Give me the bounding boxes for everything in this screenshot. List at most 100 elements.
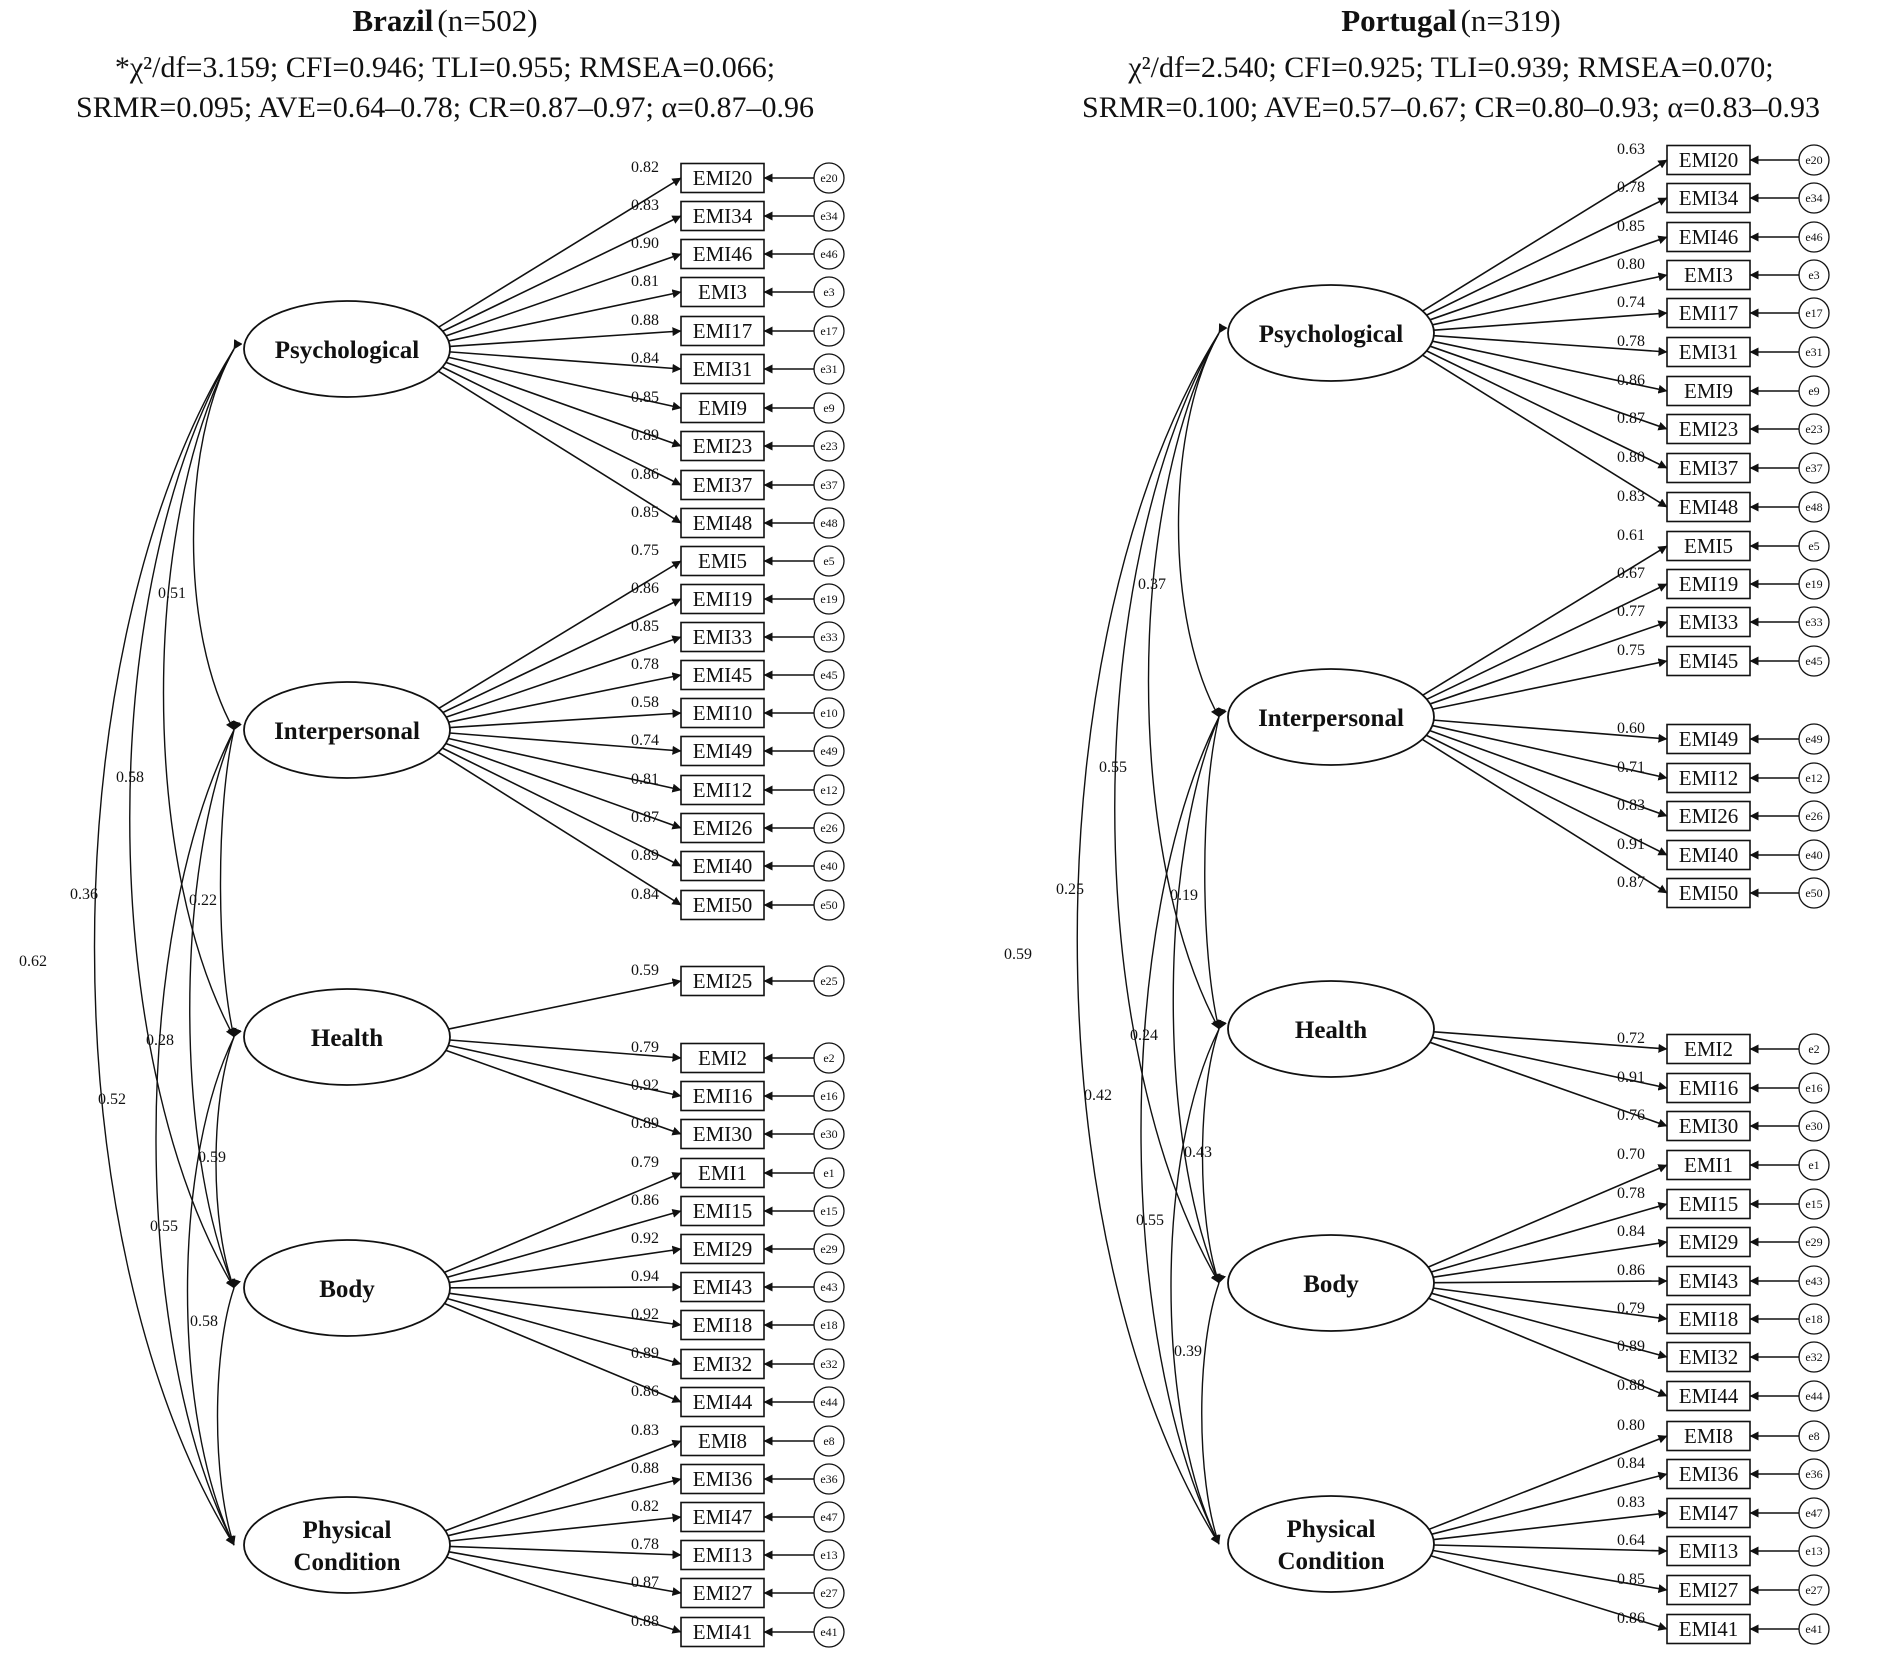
portugal-indicator-label-EMI47: EMI47 <box>1679 1501 1739 1525</box>
portugal-indicator-label-EMI3: EMI3 <box>1684 263 1733 287</box>
brazil-error-label-e10: e10 <box>820 706 837 720</box>
portugal-error-label-e9: e9 <box>1808 384 1819 398</box>
brazil-indicator-box-EMI30 <box>680 1118 765 1150</box>
brazil-correlation-label-3-4: 0.58 <box>190 1313 218 1330</box>
brazil-loading-arrow-EMI40 <box>442 747 682 867</box>
portugal-indicator-box-EMI50 <box>1666 877 1751 909</box>
portugal-loading-arrow-EMI1 <box>1427 1164 1668 1268</box>
brazil-error-circle-e26 <box>813 812 845 844</box>
portugal-loading-label-EMI27: 0.85 <box>1617 1571 1645 1588</box>
brazil-latent-ellipse-4 <box>243 1496 451 1594</box>
brazil-loading-arrow-EMI27 <box>448 1551 682 1596</box>
brazil-error-circle-e9 <box>813 392 845 424</box>
portugal-loading-arrow-EMI5 <box>1422 545 1668 696</box>
brazil-correlation-label-0-4: 0.62 <box>19 953 47 970</box>
portugal-error-circle-e12 <box>1798 762 1830 794</box>
brazil-loading-arrow-EMI2 <box>449 1039 682 1062</box>
portugal-error-circle-e5 <box>1798 530 1830 562</box>
portugal-indicator-label-EMI23: EMI23 <box>1679 417 1739 441</box>
portugal-loading-arrow-EMI18 <box>1433 1287 1668 1323</box>
brazil-indicator-box-EMI16 <box>680 1080 765 1112</box>
portugal-loading-label-EMI46: 0.85 <box>1617 218 1645 235</box>
brazil-loading-label-EMI2: 0.79 <box>631 1039 659 1056</box>
brazil-indicator-box-EMI44 <box>680 1386 765 1418</box>
brazil-error-label-e46: e46 <box>820 247 837 261</box>
brazil-error-label-e34: e34 <box>820 209 837 223</box>
portugal-indicator-box-EMI2 <box>1666 1033 1751 1065</box>
brazil-loading-arrow-EMI30 <box>445 1049 682 1136</box>
portugal-loading-label-EMI45: 0.75 <box>1617 642 1645 659</box>
brazil-error-circle-e29 <box>813 1233 845 1265</box>
portugal-loading-label-EMI44: 0.88 <box>1617 1377 1645 1394</box>
brazil-loading-arrow-EMI19 <box>442 598 682 714</box>
portugal-correlation-arc-1-2 <box>1204 707 1226 1030</box>
brazil-correlation-label-0-3: 0.36 <box>70 886 98 903</box>
portugal-loading-arrow-EMI30 <box>1429 1041 1668 1128</box>
portugal-loading-arrow-EMI48 <box>1422 354 1668 508</box>
brazil-error-circle-e41 <box>813 1616 845 1648</box>
portugal-error-label-e44: e44 <box>1805 1389 1822 1403</box>
portugal-error-circle-e13 <box>1798 1535 1830 1567</box>
brazil-indicator-label-EMI15: EMI15 <box>693 1199 753 1223</box>
portugal-indicator-label-EMI36: EMI36 <box>1679 1462 1739 1486</box>
brazil-error-label-e1: e1 <box>823 1166 834 1180</box>
brazil-latent-label-4-1: Condition <box>294 1549 401 1576</box>
portugal-error-label-e36: e36 <box>1805 1467 1822 1481</box>
brazil-loading-label-EMI20: 0.82 <box>631 159 659 176</box>
portugal-loading-label-EMI48: 0.83 <box>1617 488 1645 505</box>
brazil-loading-arrow-EMI44 <box>444 1302 682 1403</box>
portugal-latent-label-3-0: Body <box>1303 1271 1359 1298</box>
brazil-indicator-box-EMI8 <box>680 1425 765 1457</box>
brazil-loading-arrow-EMI48 <box>437 370 682 524</box>
portugal-error-circle-e44 <box>1798 1380 1830 1412</box>
brazil-error-circle-e45 <box>813 659 845 691</box>
portugal-error-circle-e23 <box>1798 413 1830 445</box>
portugal-loading-arrow-EMI41 <box>1430 1555 1668 1631</box>
portugal-error-label-e43: e43 <box>1805 1274 1822 1288</box>
brazil-loading-label-EMI10: 0.58 <box>631 694 659 711</box>
portugal-loading-label-EMI13: 0.64 <box>1617 1532 1645 1549</box>
portugal-loading-arrow-EMI9 <box>1432 340 1668 394</box>
portugal-correlation-arc-1-4 <box>1140 707 1227 1545</box>
portugal-loading-label-EMI17: 0.74 <box>1617 294 1645 311</box>
portugal-correlation-label-0-2: 0.55 <box>1099 759 1127 776</box>
portugal-indicator-label-EMI13: EMI13 <box>1679 1539 1739 1563</box>
brazil-error-circle-e20 <box>813 162 845 194</box>
portugal-error-label-e34: e34 <box>1805 191 1822 205</box>
brazil-loading-arrow-EMI26 <box>445 742 682 830</box>
portugal-error-label-e30: e30 <box>1805 1119 1822 1133</box>
brazil-loading-label-EMI8: 0.83 <box>631 1422 659 1439</box>
portugal-loading-arrow-EMI45 <box>1432 658 1668 710</box>
brazil-correlation-arc-0-4 <box>93 339 243 1546</box>
brazil-correlation-arc-1-4 <box>155 720 242 1546</box>
portugal-error-circle-e27 <box>1798 1574 1830 1606</box>
brazil-loading-label-EMI18: 0.92 <box>631 1306 659 1323</box>
brazil-loading-label-EMI34: 0.83 <box>631 197 659 214</box>
brazil-error-circle-e44 <box>813 1386 845 1418</box>
brazil-loading-label-EMI29: 0.92 <box>631 1230 659 1247</box>
brazil-indicator-box-EMI23 <box>680 430 765 462</box>
portugal-error-circle-e30 <box>1798 1110 1830 1142</box>
brazil-loading-label-EMI23: 0.89 <box>631 427 659 444</box>
portugal-correlation-label-0-4: 0.59 <box>1004 946 1032 963</box>
portugal-correlation-label-0-3: 0.25 <box>1056 881 1084 898</box>
portugal-latent-ellipse-1 <box>1227 668 1435 766</box>
portugal-error-label-e17: e17 <box>1805 306 1822 320</box>
brazil-error-circle-e15 <box>813 1195 845 1227</box>
portugal-indicator-box-EMI29 <box>1666 1226 1751 1258</box>
brazil-loading-arrow-EMI31 <box>449 351 682 373</box>
brazil-loading-arrow-EMI47 <box>449 1513 682 1542</box>
portugal-latent-label-0-0: Psychological <box>1259 321 1403 348</box>
portugal-loading-label-EMI40: 0.91 <box>1617 836 1645 853</box>
brazil-loading-arrow-EMI25 <box>448 978 682 1030</box>
portugal-indicator-label-EMI45: EMI45 <box>1679 649 1739 673</box>
brazil-error-label-e16: e16 <box>820 1089 837 1103</box>
portugal-indicator-box-EMI36 <box>1666 1458 1751 1490</box>
brazil-loading-arrow-EMI10 <box>449 709 682 729</box>
portugal-loading-arrow-EMI46 <box>1429 235 1668 321</box>
brazil-loading-label-EMI43: 0.94 <box>631 1268 659 1285</box>
portugal-error-circle-e46 <box>1798 221 1830 253</box>
portugal-correlation-arc-0-1 <box>1177 323 1228 718</box>
portugal-correlation-label-1-2: 0.19 <box>1170 887 1198 904</box>
portugal-indicator-label-EMI5: EMI5 <box>1684 534 1733 558</box>
